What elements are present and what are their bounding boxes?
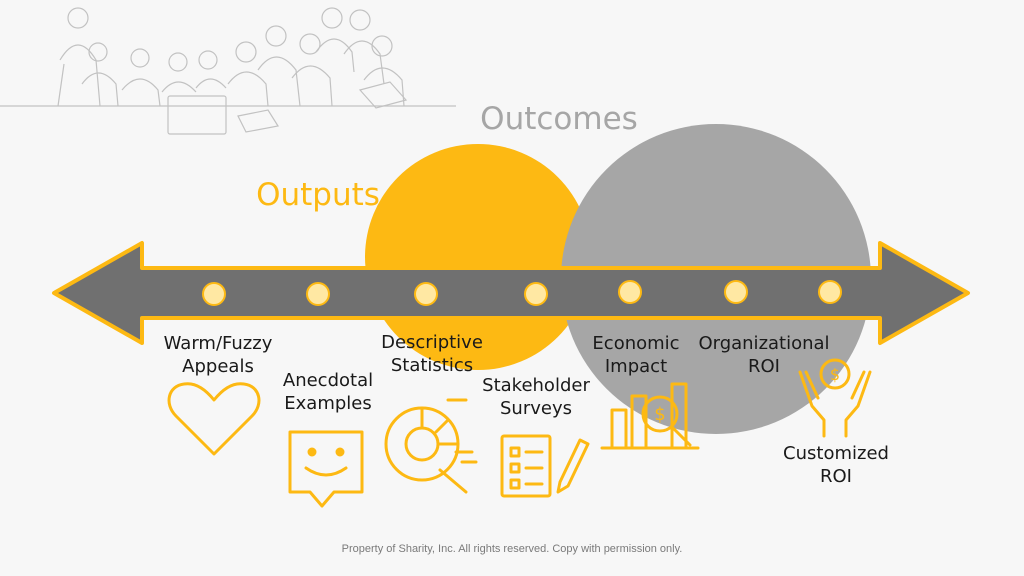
timeline-double-arrow xyxy=(52,241,970,345)
outputs-title: Outputs xyxy=(256,177,380,213)
heart-icon xyxy=(167,382,261,456)
svg-text:$: $ xyxy=(830,365,840,384)
pie-chart-magnifier-icon xyxy=(384,398,478,494)
timeline-node-icon xyxy=(818,280,842,304)
timeline-node-icon xyxy=(524,282,548,306)
copyright-footer: Property of Sharity, Inc. All rights res… xyxy=(341,543,683,555)
outcomes-title: Outcomes xyxy=(480,101,638,137)
hands-dollar-coin-icon: $ xyxy=(798,358,872,438)
people-sketch-illustration xyxy=(0,7,456,135)
timeline-node-icon xyxy=(414,282,438,306)
svg-text:$: $ xyxy=(654,404,665,425)
bar-chart-dollar-magnifier-icon: $ xyxy=(600,382,700,450)
timeline-node-icon xyxy=(202,282,226,306)
survey-checklist-pencil-icon xyxy=(500,434,590,498)
smiley-speech-bubble-icon xyxy=(288,430,364,508)
timeline-node-icon xyxy=(724,280,748,304)
timeline-nodes xyxy=(202,280,842,306)
timeline-node-icon xyxy=(618,280,642,304)
timeline-node-icon xyxy=(306,282,330,306)
